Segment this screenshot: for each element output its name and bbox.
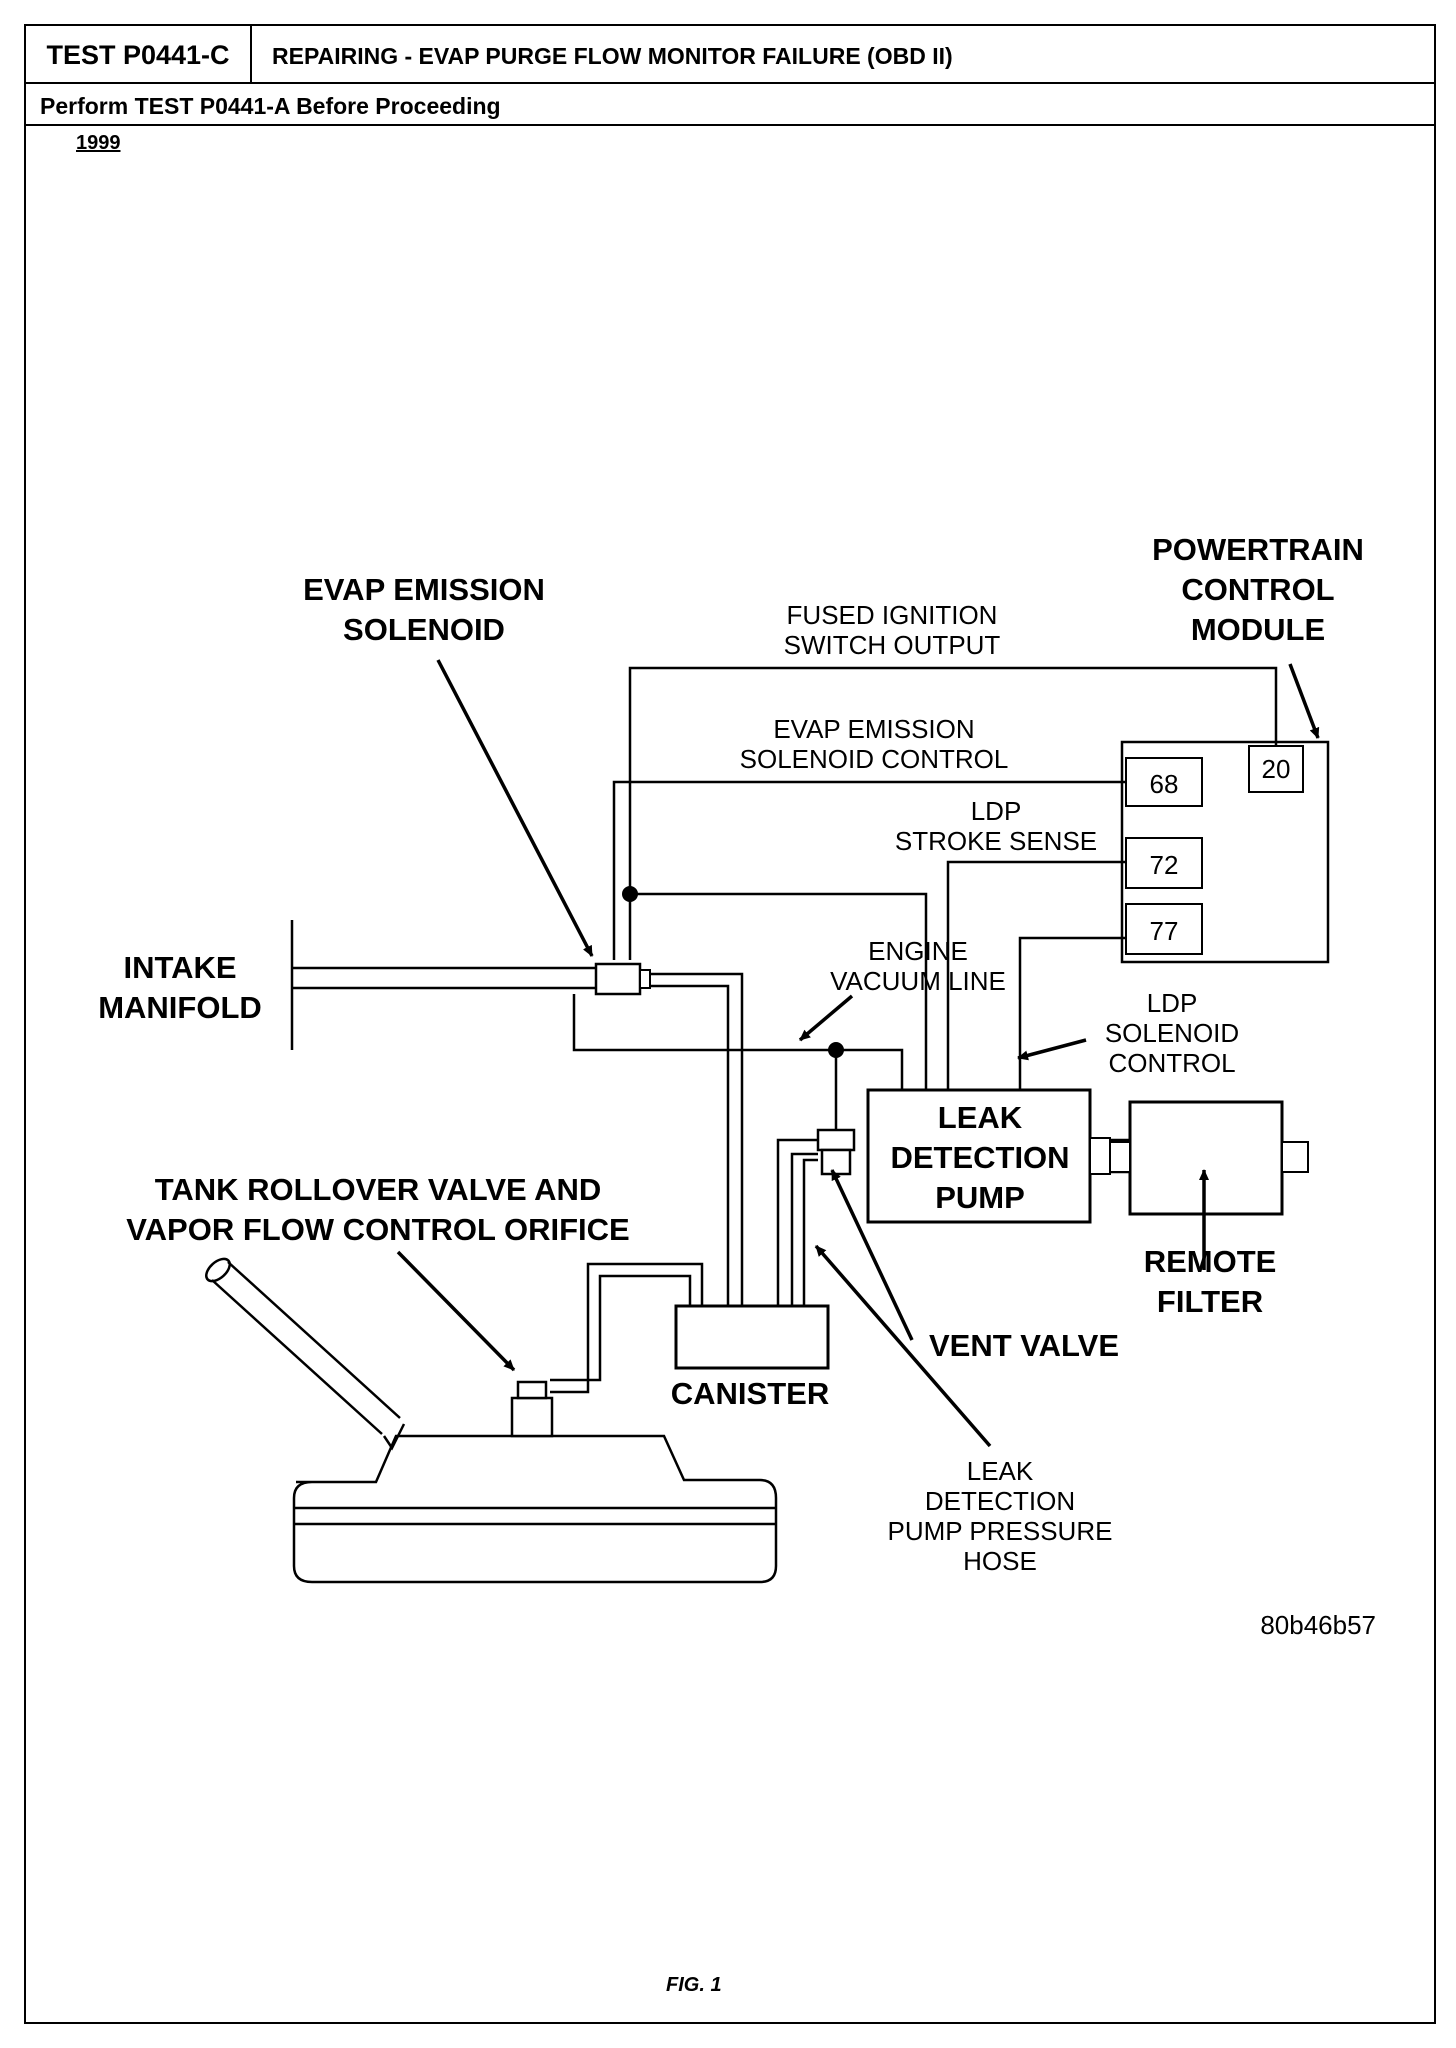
model-year: 1999 xyxy=(76,132,121,154)
pcm-label-1: POWERTRAIN xyxy=(1152,532,1364,567)
tank-rollover-label-2: VAPOR FLOW CONTROL ORIFICE xyxy=(126,1212,629,1247)
evap-solenoid-arrow xyxy=(436,659,594,957)
ldp-solenoid-label-1: LDP xyxy=(1147,988,1198,1018)
pump-label-line2: DETECTION xyxy=(890,1140,1069,1175)
ldp-stroke-label-2: STROKE SENSE xyxy=(895,826,1097,856)
intake-manifold xyxy=(290,920,596,1050)
evap-solenoid-label-2: SOLENOID xyxy=(343,612,505,647)
pcm-label-3: MODULE xyxy=(1191,612,1325,647)
pressure-hose-arrow xyxy=(814,1244,992,1448)
leak-detection-pump: LEAK DETECTION PUMP xyxy=(866,1088,1111,1224)
vacuum-junction xyxy=(828,1042,844,1058)
rollover-valve-arrow xyxy=(396,1250,516,1372)
header-row: TEST P0441-C REPAIRING - EVAP PURGE FLOW… xyxy=(26,26,1434,84)
ldp-stroke-wire xyxy=(946,860,1126,1090)
ldp-solenoid-label-2: SOLENOID xyxy=(1105,1018,1239,1048)
remote-filter-label-1: REMOTE xyxy=(1144,1244,1277,1279)
evap-control-wire xyxy=(612,780,1126,960)
pump-label-line1: LEAK xyxy=(938,1100,1023,1135)
fuel-tank xyxy=(205,1257,778,1584)
figure-caption: FIG. 1 xyxy=(666,1974,722,1996)
pressure-hose-label-4: HOSE xyxy=(963,1546,1037,1576)
ldp-stroke-label-1: LDP xyxy=(971,796,1022,826)
ldp-solenoid-wire xyxy=(1018,936,1126,1090)
remote-filter-label-2: FILTER xyxy=(1157,1284,1263,1319)
prerequisite-row: Perform TEST P0441-A Before Proceeding xyxy=(26,84,1434,126)
pump-label-line3: PUMP xyxy=(935,1180,1025,1215)
fused-ignition-label-2: SWITCH OUTPUT xyxy=(784,630,1001,660)
pin-68: 68 xyxy=(1150,769,1179,799)
canister xyxy=(674,1304,830,1370)
intake-manifold-label-1: INTAKE xyxy=(123,950,236,985)
engine-vacuum-label-2: VACUUM LINE xyxy=(830,966,1006,996)
fused-ignition-wire xyxy=(628,666,1278,960)
pin-77: 77 xyxy=(1150,916,1179,946)
ldp-feed-wire xyxy=(630,892,928,1090)
ldp-solenoid-arrow xyxy=(1017,1038,1087,1061)
ldp-solenoid-label-3: CONTROL xyxy=(1108,1048,1235,1078)
vent-valve-label: VENT VALVE xyxy=(929,1328,1119,1363)
evap-solenoid-label-1: EVAP EMISSION xyxy=(303,572,545,607)
intake-manifold-label-2: MANIFOLD xyxy=(98,990,262,1025)
wire-junction xyxy=(622,886,638,902)
pcm-label-2: CONTROL xyxy=(1181,572,1334,607)
document-frame: TEST P0441-C REPAIRING - EVAP PURGE FLOW… xyxy=(24,24,1436,2024)
evap-control-label-1: EVAP EMISSION xyxy=(773,714,974,744)
remote-filter xyxy=(1109,1100,1309,1216)
evap-control-label-2: SOLENOID CONTROL xyxy=(740,744,1009,774)
powertrain-control-module: 20 68 72 77 xyxy=(1120,740,1330,964)
engine-vacuum-label-1: ENGINE xyxy=(868,936,968,966)
pcm-arrow xyxy=(1288,663,1320,739)
wiring xyxy=(612,666,1278,1090)
fused-ignition-label-1: FUSED IGNITION xyxy=(787,600,998,630)
vacuum-hoses xyxy=(550,972,1130,1394)
test-id: TEST P0441-C xyxy=(26,26,252,84)
callout-arrows xyxy=(396,659,1320,1448)
canister-label: CANISTER xyxy=(671,1376,829,1411)
vacuum-line-arrow xyxy=(798,994,854,1042)
pressure-hose-label-2: DETECTION xyxy=(925,1486,1075,1516)
tank-rollover-label-1: TANK ROLLOVER VALVE AND xyxy=(155,1172,602,1207)
prerequisite-text: Perform TEST P0441-A Before Proceeding xyxy=(40,93,501,119)
evap-solenoid-valve xyxy=(594,962,651,996)
vent-valve xyxy=(816,1128,856,1176)
vent-valve-arrow xyxy=(830,1169,914,1341)
pressure-hose-label-1: LEAK xyxy=(967,1456,1034,1486)
pressure-hose-label-3: PUMP PRESSURE xyxy=(888,1516,1113,1546)
pin-20: 20 xyxy=(1262,754,1291,784)
figure-code: 80b46b57 xyxy=(1260,1610,1376,1640)
test-title: REPAIRING - EVAP PURGE FLOW MONITOR FAIL… xyxy=(272,43,953,69)
pin-72: 72 xyxy=(1150,850,1179,880)
